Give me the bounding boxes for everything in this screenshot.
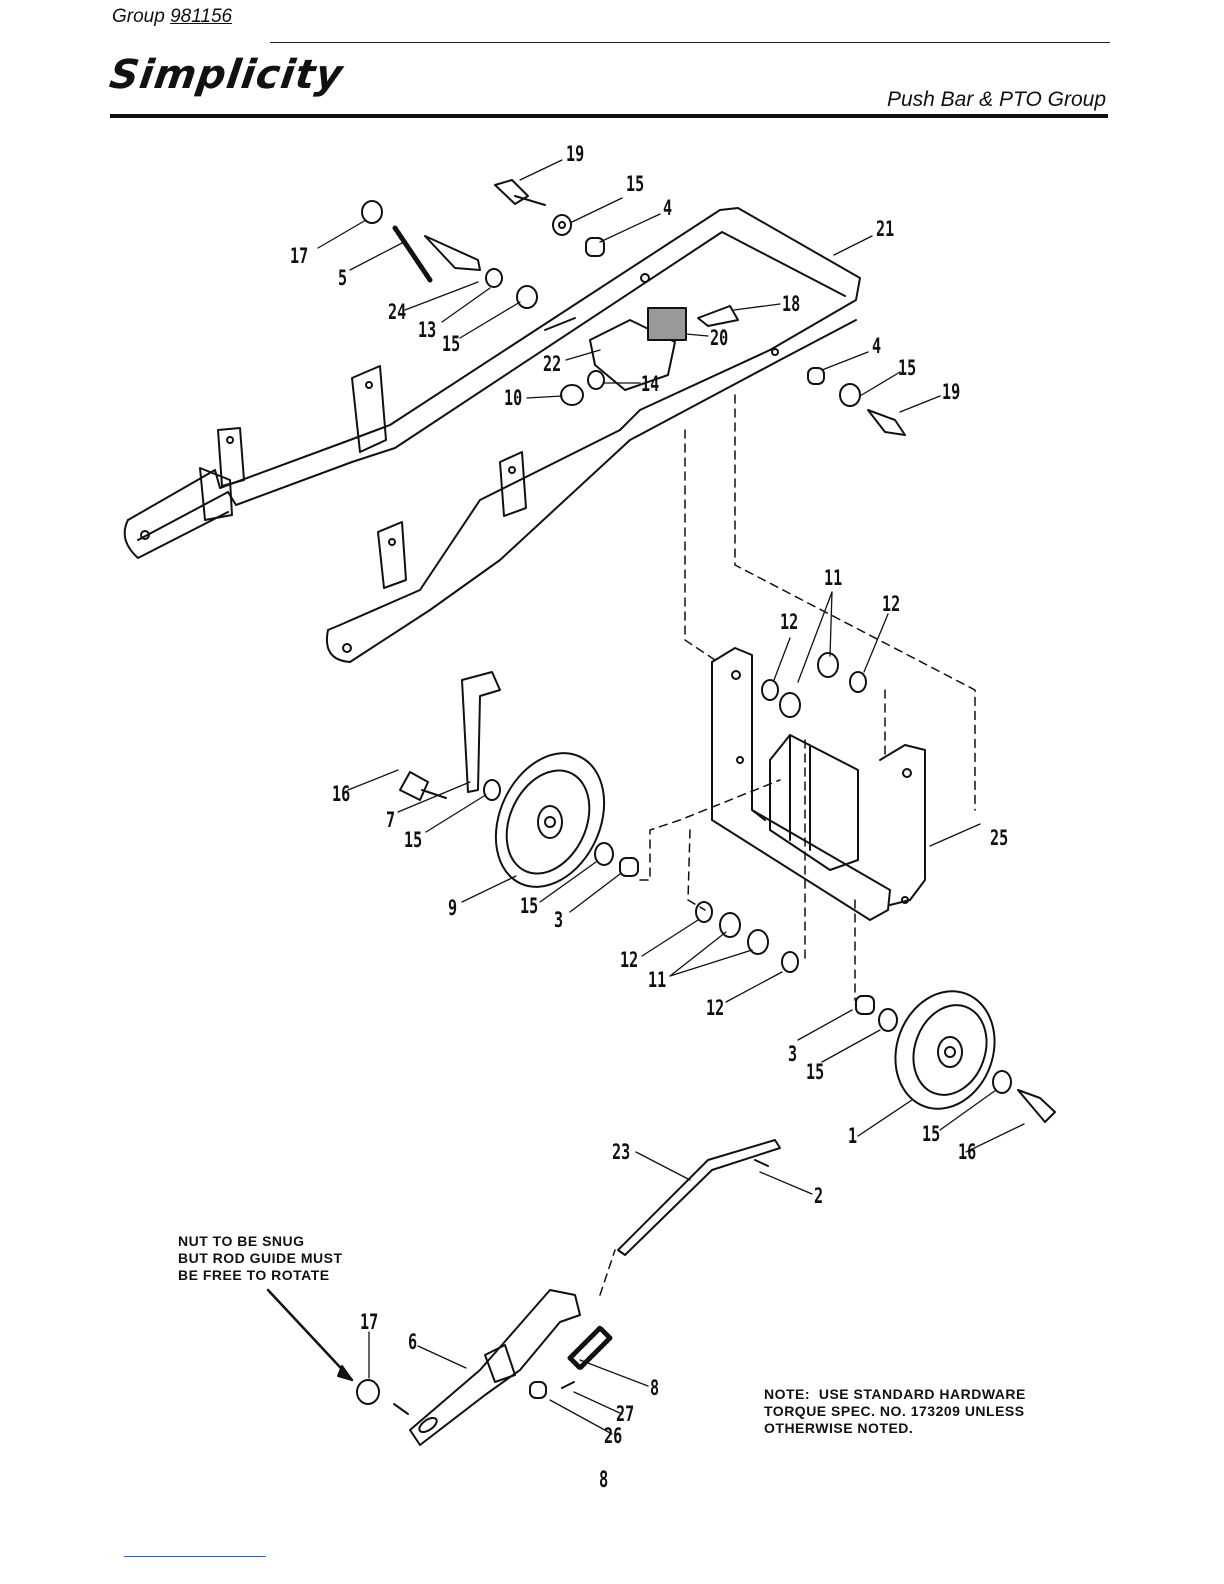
rod-23	[618, 1140, 780, 1255]
lever-6	[268, 1290, 610, 1445]
callout-15: 15	[626, 172, 644, 196]
callout-12: 12	[780, 610, 798, 634]
callout-15: 15	[520, 894, 538, 918]
callout-19: 19	[566, 142, 584, 166]
callout-15: 15	[922, 1122, 940, 1146]
callout-15: 15	[404, 828, 422, 852]
callout-17: 17	[360, 1310, 378, 1334]
callout-12: 12	[706, 996, 724, 1020]
callout-6: 6	[408, 1330, 417, 1354]
callout-14: 14	[641, 372, 659, 396]
push-bar-frame	[125, 208, 860, 662]
callout-12: 12	[882, 592, 900, 616]
rod-guide-note: NUT TO BE SNUG BUT ROD GUIDE MUST BE FRE…	[178, 1233, 343, 1284]
leader-lines	[318, 160, 1024, 1434]
callout-8: 8	[650, 1376, 659, 1400]
callout-4: 4	[663, 196, 672, 220]
callout-24: 24	[388, 300, 406, 324]
callout-22: 22	[543, 352, 561, 376]
callout-13: 13	[418, 318, 436, 342]
page-number: 8	[599, 1468, 608, 1493]
callout-9: 9	[448, 896, 457, 920]
callout-10: 10	[504, 386, 522, 410]
hardware-note: NOTE: USE STANDARD HARDWARE TORQUE SPEC.…	[764, 1386, 1026, 1437]
callout-5: 5	[338, 266, 347, 290]
callout-7: 7	[386, 808, 395, 832]
callout-15: 15	[806, 1060, 824, 1084]
callout-21: 21	[876, 217, 894, 241]
callout-20: 20	[710, 326, 728, 350]
upper-hardware	[362, 180, 905, 435]
callout-11: 11	[648, 968, 666, 992]
callout-3: 3	[788, 1042, 797, 1066]
callout-15: 15	[898, 356, 916, 380]
callout-18: 18	[782, 292, 800, 316]
callout-23: 23	[612, 1140, 630, 1164]
callout-1: 1	[848, 1124, 857, 1148]
pulley-9	[400, 672, 638, 905]
callout-26: 26	[604, 1424, 622, 1448]
callout-25: 25	[990, 826, 1008, 850]
footer-link-rule[interactable]	[124, 1556, 266, 1557]
callout-15: 15	[442, 332, 460, 356]
pto-bracket-25	[712, 648, 925, 920]
callout-2: 2	[814, 1184, 823, 1208]
callout-11: 11	[824, 566, 842, 590]
callout-3: 3	[554, 908, 563, 932]
callout-17: 17	[290, 244, 308, 268]
callout-16: 16	[958, 1140, 976, 1164]
callout-16: 16	[332, 782, 350, 806]
callout-19: 19	[942, 380, 960, 404]
callout-12: 12	[620, 948, 638, 972]
lower-hardware	[696, 902, 897, 1031]
callout-4: 4	[872, 334, 881, 358]
alignment-lines	[600, 395, 975, 1295]
callout-27: 27	[616, 1402, 634, 1426]
pulley-1	[879, 977, 1055, 1123]
